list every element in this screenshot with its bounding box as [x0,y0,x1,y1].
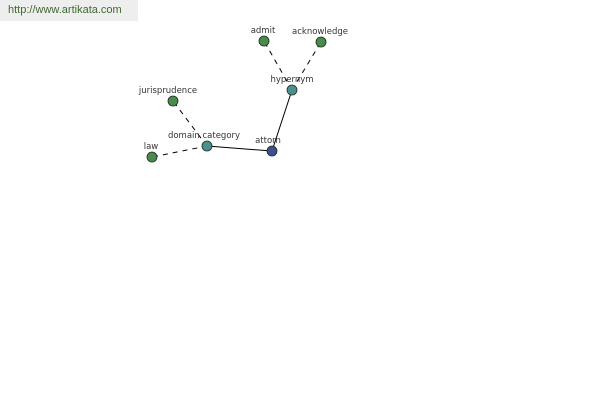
node-jurisprudence[interactable] [167,95,179,107]
edge-attorn-domain_category [206,145,273,152]
watermark-link[interactable]: http://www.artikata.com [0,0,138,21]
node-label-attorn[interactable]: attorn [255,136,281,146]
node-label-law[interactable]: law [144,142,159,152]
node-label-hypernym[interactable]: hypernym [270,75,313,85]
node-label-admit[interactable]: admit [251,26,276,36]
node-acknowledge[interactable] [315,36,327,48]
edge-attorn-hypernym [271,89,293,152]
edge-domain_category-law [151,145,208,158]
node-label-domain_category[interactable]: domain category [168,131,240,141]
node-admit[interactable] [258,35,270,47]
node-hypernym[interactable] [286,84,298,96]
node-law[interactable] [146,151,158,163]
node-attorn[interactable] [266,145,278,157]
node-label-acknowledge[interactable]: acknowledge [292,27,348,37]
node-label-jurisprudence[interactable]: jurisprudence [138,86,197,96]
node-domain_category[interactable] [201,140,213,152]
